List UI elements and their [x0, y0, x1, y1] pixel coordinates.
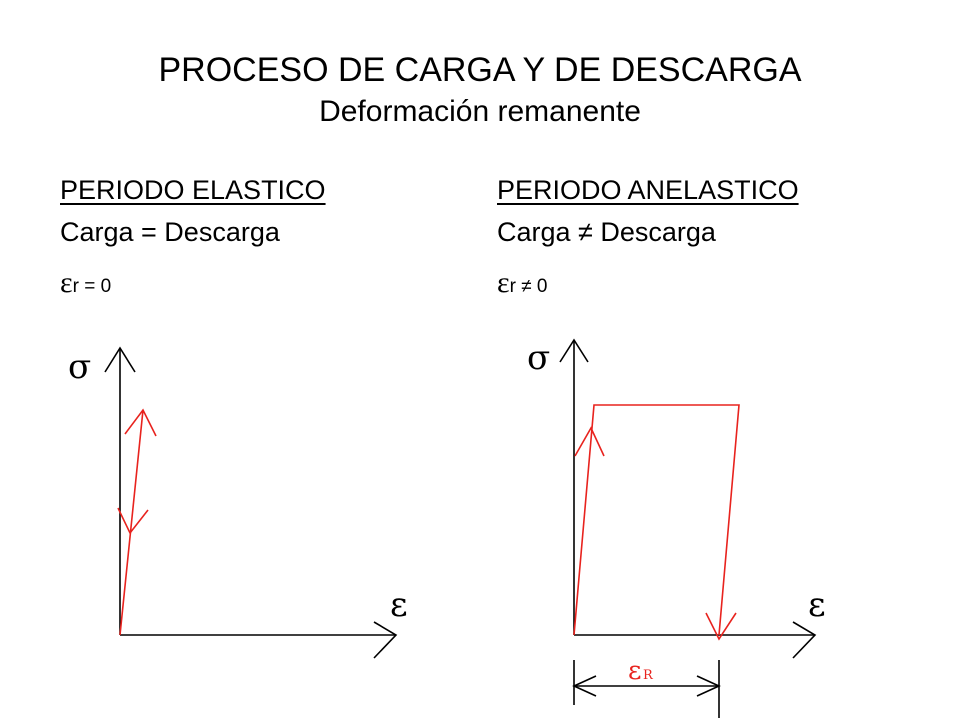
- right-relation: Carga ≠ Descarga: [497, 217, 716, 247]
- page-title: PROCESO DE CARGA Y DE DESCARGA: [158, 51, 802, 89]
- left-epsilon-condition: εr = 0: [60, 266, 111, 300]
- right-loading-arrowhead: [574, 426, 605, 457]
- left-elastic-path: [119, 409, 144, 636]
- residual-right-arrowhead: [696, 675, 721, 697]
- elastic-diagram: σ ε: [68, 346, 408, 659]
- anelastic-diagram: σ ε ε R: [527, 338, 826, 718]
- residual-strain-symbol: ε: [628, 656, 641, 686]
- left-relation: Carga = Descarga: [60, 217, 280, 247]
- right-sigma-label: σ: [527, 338, 550, 378]
- right-heading: PERIODO ANELASTICO: [497, 175, 799, 205]
- left-heading: PERIODO ELASTICO: [60, 175, 326, 205]
- right-unloading-arrowhead: [705, 612, 737, 641]
- left-loading-arrowhead: [124, 408, 157, 437]
- left-stress-axis-arrowhead: [104, 346, 136, 373]
- left-unloading-arrowhead: [117, 507, 149, 535]
- right-epsilon-axis-label: ε: [808, 585, 826, 625]
- right-hysteresis-path: [573, 404, 740, 636]
- left-epsilon-value: r = 0: [72, 276, 112, 297]
- left-strain-axis-arrowhead: [373, 621, 398, 659]
- left-epsilon-axis-label: ε: [390, 585, 408, 625]
- page-subtitle: Deformación remanente: [319, 95, 641, 128]
- residual-left-arrowhead: [572, 675, 597, 697]
- right-strain-axis-arrowhead: [792, 621, 817, 659]
- right-epsilon-condition: εr ≠ 0: [497, 266, 548, 300]
- left-epsilon-symbol: ε: [60, 266, 73, 299]
- right-epsilon-symbol: ε: [497, 266, 510, 299]
- right-epsilon-value: r ≠ 0: [509, 276, 548, 297]
- right-stress-axis-arrowhead: [559, 338, 589, 363]
- left-sigma-label: σ: [68, 347, 91, 387]
- residual-strain-subscript: R: [643, 668, 654, 683]
